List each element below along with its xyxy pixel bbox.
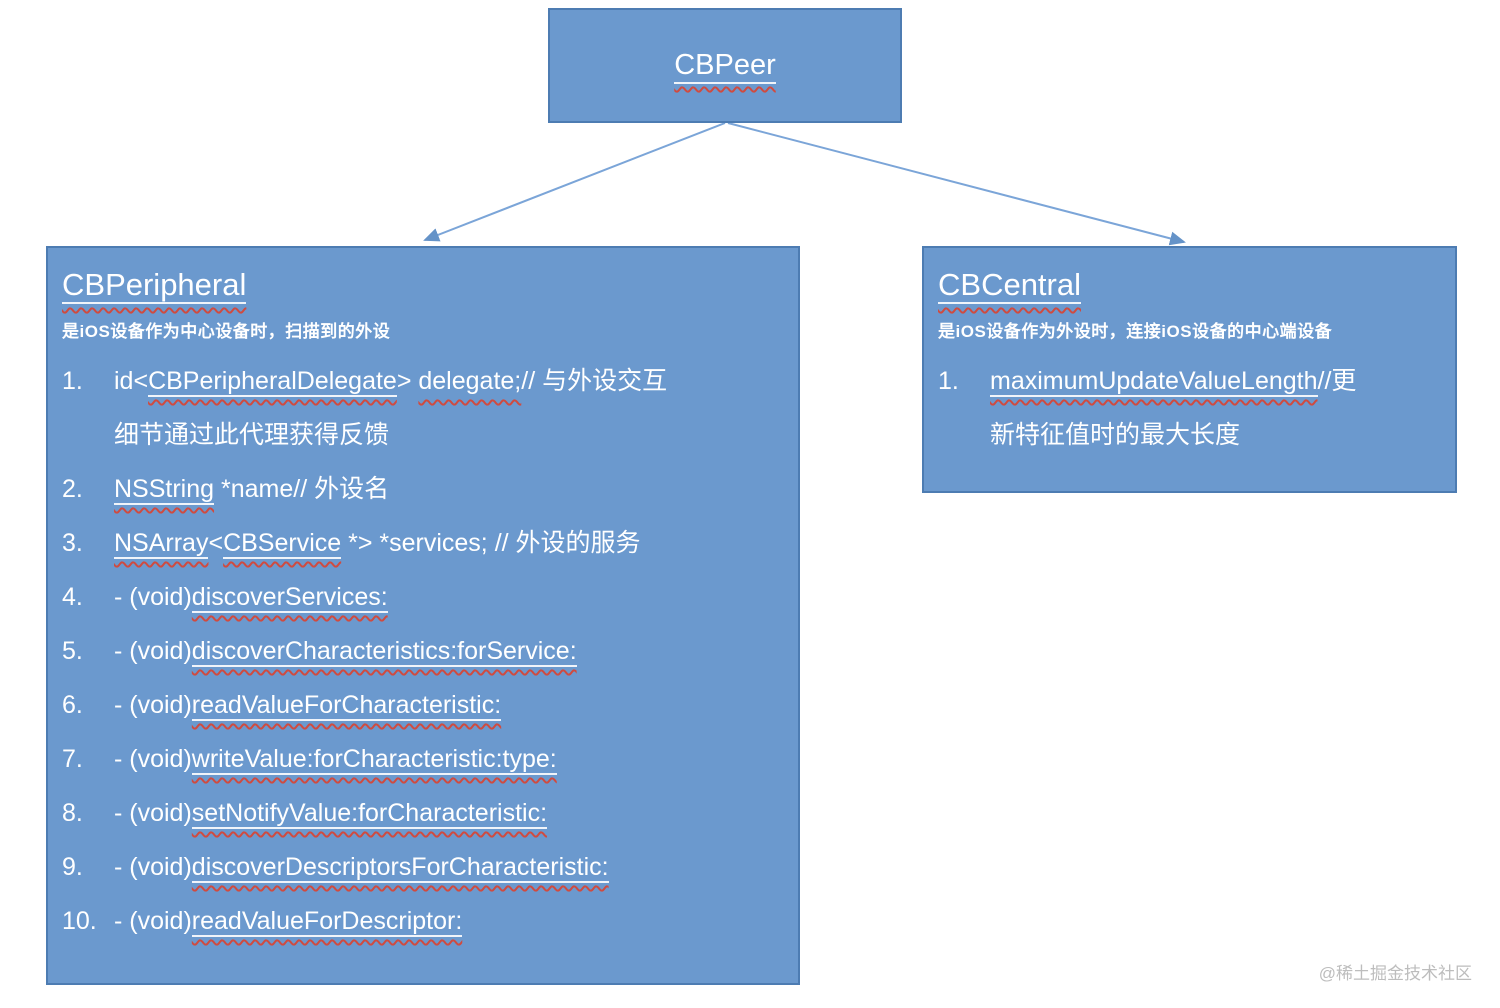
- plain-text: *name// 外设名: [214, 474, 390, 503]
- plain-text: <: [208, 528, 224, 557]
- item-text: - (void)writeValue:forCharacteristic:typ…: [114, 732, 778, 786]
- item-number: 1.: [938, 366, 959, 395]
- item-number: 5.: [62, 636, 83, 665]
- member-item: 10. - (void)readValueForDescriptor:: [62, 894, 778, 948]
- item-number: 6.: [62, 690, 83, 719]
- item-text: - (void)discoverCharacteristics:forServi…: [114, 624, 778, 678]
- class-title-text: CBPeripheral: [62, 267, 247, 302]
- identifier-underlined: CBService: [223, 528, 342, 557]
- item-number: 7.: [62, 744, 83, 773]
- item-text: NSString *name// 外设名: [114, 462, 778, 516]
- member-item: 8. - (void)setNotifyValue:forCharacterist…: [62, 786, 778, 840]
- item-text: id<CBPeripheralDelegate> delegate;// 与外设…: [114, 354, 778, 462]
- member-item: 5. - (void)discoverCharacteristics:forSer…: [62, 624, 778, 678]
- plain-text: 新特征值时的最大长度: [990, 420, 1241, 449]
- item-number: 3.: [62, 528, 83, 557]
- identifier-underlined: readValueForCharacteristic:: [191, 690, 502, 719]
- class-title: CBCentral: [938, 266, 1439, 305]
- identifier-underlined: discoverCharacteristics:forService:: [191, 636, 577, 665]
- plain-text: - (void): [114, 582, 192, 611]
- peripheral-class-box: CBPeripheral 是iOS设备作为中心设备时，扫描到的外设 1.id<C…: [46, 246, 800, 985]
- identifier-underlined: CBPeripheralDelegate: [148, 366, 397, 395]
- central-class-box: CBCentral 是iOS设备作为外设时，连接iOS设备的中心端设备 1. ma…: [922, 246, 1457, 493]
- watermark: @稀土掘金技术社区: [1318, 964, 1472, 983]
- plain-text: *> *services; // 外设的服务: [341, 528, 641, 557]
- plain-text: - (void): [114, 744, 192, 773]
- root-class-box: CBPeer: [548, 8, 902, 123]
- root-class-title: CBPeer: [674, 49, 776, 81]
- identifier-underlined: discoverServices:: [191, 582, 388, 611]
- member-item: 1. maximumUpdateValueLength//更新特征值时的最大长度: [938, 354, 1439, 462]
- member-item: 6. - (void)readValueForCharacteristic:: [62, 678, 778, 732]
- identifier-underlined: maximumUpdateValueLength: [990, 366, 1318, 395]
- identifier-underlined: NSString: [114, 474, 215, 503]
- member-item: 1. id<CBPeripheralDelegate> delegate;// 与…: [62, 354, 778, 462]
- plain-text: 细节通过此代理获得反馈: [114, 420, 390, 449]
- class-title: CBPeripheral: [62, 266, 778, 305]
- plain-text: // 与外设交互: [521, 366, 668, 395]
- identifier-underlined: setNotifyValue:forCharacteristic:: [191, 798, 548, 827]
- item-text: - (void)discoverDescriptorsForCharacteri…: [114, 840, 778, 894]
- plain-text: >: [396, 366, 419, 395]
- item-number: 2.: [62, 474, 83, 503]
- item-number: 9.: [62, 852, 83, 881]
- item-number: 1.: [62, 366, 83, 395]
- identifier-squiggle: delegate;: [418, 366, 522, 395]
- identifier-underlined: NSArray: [114, 528, 209, 557]
- plain-text: //更: [1317, 366, 1357, 395]
- connector-left: [423, 122, 726, 242]
- member-item: 2. NSString *name// 外设名: [62, 462, 778, 516]
- item-text: - (void)setNotifyValue:forCharacteristic…: [114, 786, 778, 840]
- item-text: - (void)readValueForDescriptor:: [114, 894, 778, 948]
- item-text: - (void)readValueForCharacteristic:: [114, 678, 778, 732]
- plain-text: - (void): [114, 852, 192, 881]
- plain-text: id<: [114, 366, 149, 395]
- item-text: NSArray<CBService *> *services; // 外设的服务: [114, 516, 778, 570]
- class-subtitle: 是iOS设备作为中心设备时，扫描到的外设: [62, 321, 391, 341]
- item-text: - (void)discoverServices:: [114, 570, 778, 624]
- identifier-underlined: discoverDescriptorsForCharacteristic:: [191, 852, 609, 881]
- plain-text: - (void): [114, 690, 192, 719]
- plain-text: - (void): [114, 636, 192, 665]
- identifier-underlined: writeValue:forCharacteristic:type:: [191, 744, 557, 773]
- class-subtitle: 是iOS设备作为外设时，连接iOS设备的中心端设备: [938, 321, 1333, 341]
- plain-text: - (void): [114, 906, 192, 935]
- member-item: 3. NSArray<CBService *> *services; // 外设的…: [62, 516, 778, 570]
- member-item: 4. - (void)discoverServices:: [62, 570, 778, 624]
- item-number: 4.: [62, 582, 83, 611]
- item-number: 8.: [62, 798, 83, 827]
- connector-right: [727, 122, 1186, 246]
- member-item: 7. - (void)writeValue:forCharacteristic:t…: [62, 732, 778, 786]
- identifier-underlined: readValueForDescriptor:: [191, 906, 463, 935]
- plain-text: - (void): [114, 798, 192, 827]
- member-item: 9. - (void)discoverDescriptorsForCharacte…: [62, 840, 778, 894]
- member-list: 1. maximumUpdateValueLength//更新特征值时的最大长度: [938, 354, 1439, 462]
- class-title-text: CBCentral: [938, 267, 1081, 302]
- item-number: 10.: [62, 906, 97, 935]
- member-list: 1. id<CBPeripheralDelegate> delegate;// 与…: [62, 354, 778, 948]
- item-text: maximumUpdateValueLength//更新特征值时的最大长度: [990, 354, 1439, 462]
